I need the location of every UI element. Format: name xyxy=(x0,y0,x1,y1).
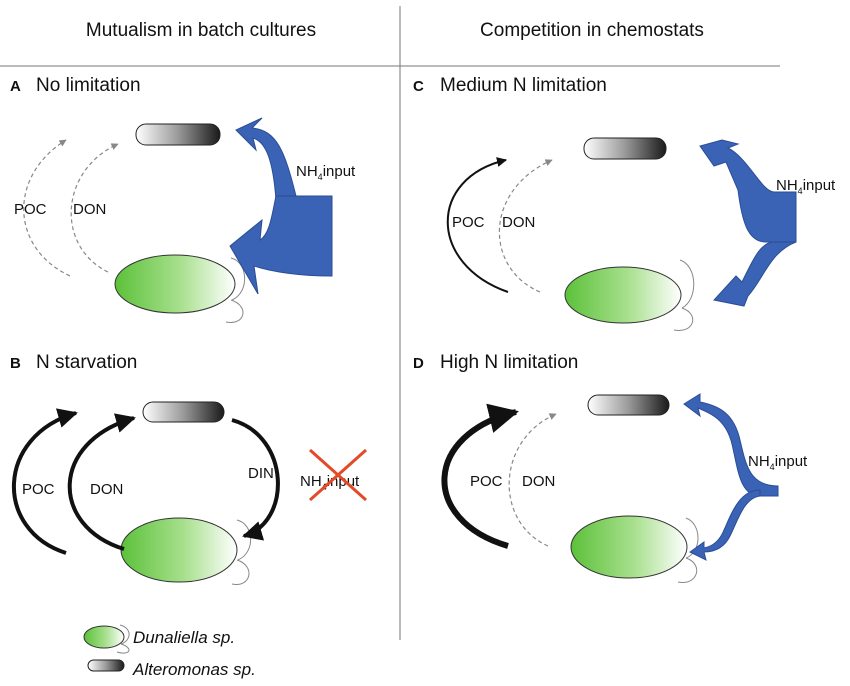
panel-b-din-arrow xyxy=(231,418,280,541)
panel-c-letter: C xyxy=(413,78,424,95)
panel-c-don-label: DON xyxy=(502,214,535,231)
panel-b-din-label: DIN xyxy=(248,465,274,482)
panel-a: A No limitation POC DON NH4input xyxy=(10,75,356,323)
panel-c-don-arrow xyxy=(498,159,553,293)
panel-d-nh4-arrow-to-algae xyxy=(689,489,761,561)
panel-b-dunaliella-cell xyxy=(120,517,252,585)
panel-c-poc-label: POC xyxy=(452,214,485,231)
panel-a-dunaliella-cell xyxy=(114,254,246,323)
panel-d-title: High N limitation xyxy=(440,352,578,373)
panel-b-letter: B xyxy=(10,355,21,372)
panel-a-nh4-arrow-to-bacteria xyxy=(235,117,297,201)
panel-a-don-arrow xyxy=(70,143,119,273)
panel-d-poc-arrow xyxy=(441,403,519,549)
panel-a-alteromonas-cell xyxy=(135,123,221,146)
panel-a-nh4-label: NH4input xyxy=(296,163,356,182)
panel-b-poc-label: POC xyxy=(22,481,55,498)
panel-a-letter: A xyxy=(10,78,21,95)
panel-d-letter: D xyxy=(413,355,424,372)
panel-c-title: Medium N limitation xyxy=(440,75,607,96)
panel-a-title: No limitation xyxy=(36,75,141,96)
panel-b-title: N starvation xyxy=(36,352,137,373)
panel-b-no-input-cross xyxy=(309,448,367,502)
panel-b-poc-arrow xyxy=(12,408,78,555)
column-header-mutualism: Mutualism in batch cultures xyxy=(86,20,316,41)
panel-c-poc-arrow xyxy=(446,157,509,293)
panel-d-dunaliella-cell xyxy=(570,515,699,583)
panel-d: D High N limitation POC DON NH4input xyxy=(413,352,808,583)
panel-d-nh4-label: NH4input xyxy=(748,453,808,472)
panel-c-alteromonas-cell xyxy=(583,137,667,160)
panel-c-nh4-arrow-to-algae xyxy=(713,241,797,307)
legend: Dunaliella sp. Alteromonas sp. xyxy=(83,624,256,679)
panel-d-poc-label: POC xyxy=(470,473,503,490)
panel-d-nh4-arrow-to-bacteria xyxy=(683,393,779,497)
panel-b-don-arrow xyxy=(67,413,136,551)
legend-dunaliella-label: Dunaliella sp. xyxy=(133,628,235,647)
panel-b-alteromonas-cell xyxy=(142,401,225,423)
panel-b-don-label: DON xyxy=(90,481,123,498)
panel-c-dunaliella-cell xyxy=(564,259,695,331)
panel-d-alteromonas-cell xyxy=(587,394,670,416)
panel-c-nh4-arrow-to-bacteria xyxy=(699,139,797,243)
panel-a-poc-arrow xyxy=(23,139,71,277)
panel-d-don-arrow xyxy=(508,413,557,547)
legend-alteromonas-label: Alteromonas sp. xyxy=(132,660,256,679)
panel-a-poc-label: POC xyxy=(14,201,47,218)
panel-a-don-label: DON xyxy=(73,201,106,218)
column-header-competition: Competition in chemostats xyxy=(480,20,704,41)
legend-dunaliella-icon xyxy=(83,624,130,654)
panel-b: B N starvation POC DON DIN NH4input xyxy=(10,352,367,585)
panel-c: C Medium N limitation POC DON NH4input xyxy=(413,75,836,331)
panel-d-don-label: DON xyxy=(522,473,555,490)
legend-alteromonas-icon xyxy=(87,659,125,672)
panel-c-nh4-label: NH4input xyxy=(776,177,836,196)
panel-a-nh4-arrow-to-algae xyxy=(229,195,333,295)
